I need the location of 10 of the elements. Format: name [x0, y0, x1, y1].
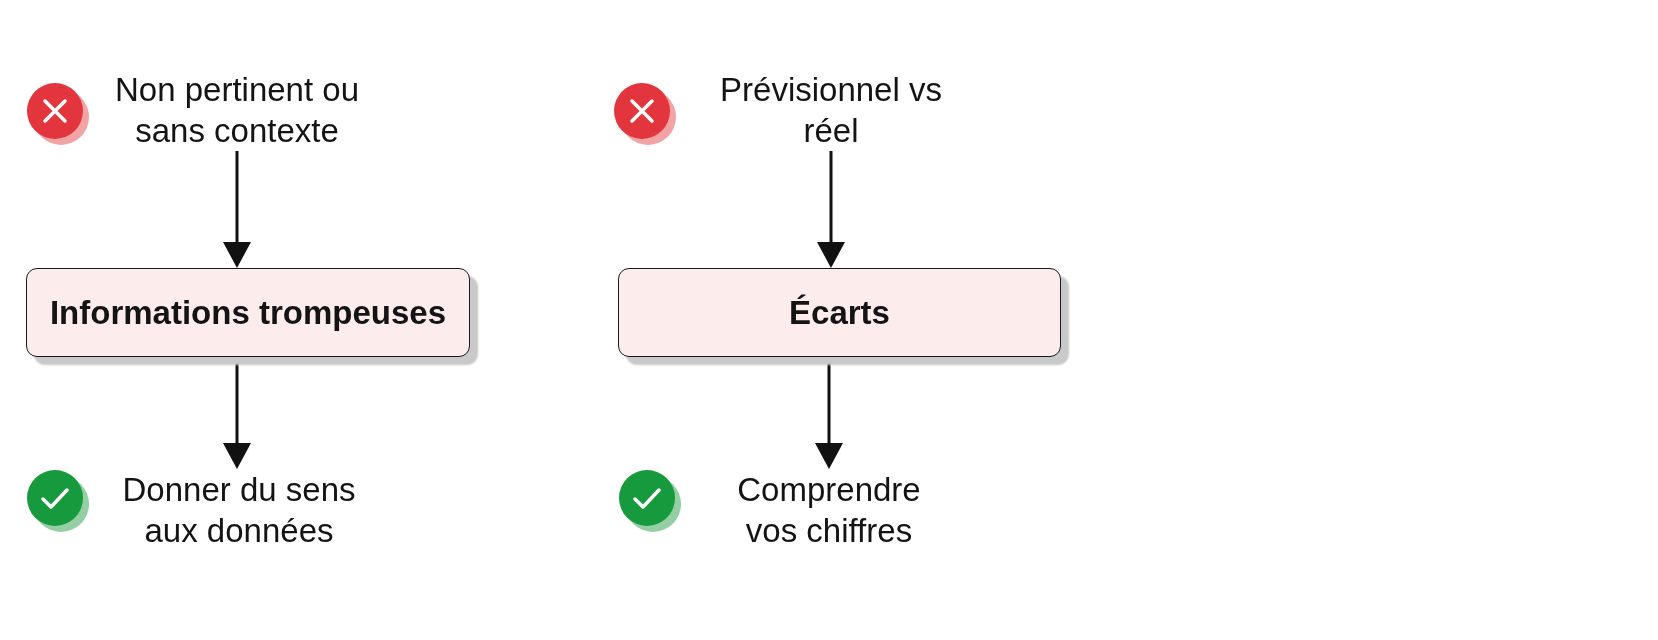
- text-label: Comprendre vos chiffres: [731, 469, 927, 551]
- arrow: [223, 151, 251, 268]
- text-label: Donner du sens aux données: [117, 469, 361, 551]
- process-box: Informations trompeuses: [26, 268, 470, 357]
- text-label: Non pertinent ou sans contexte: [110, 69, 364, 151]
- arrow: [817, 151, 845, 268]
- arrow: [815, 357, 843, 469]
- process-box: Écarts: [618, 268, 1061, 357]
- arrow: [223, 357, 251, 469]
- text-label: Prévisionnel vs réel: [715, 69, 947, 151]
